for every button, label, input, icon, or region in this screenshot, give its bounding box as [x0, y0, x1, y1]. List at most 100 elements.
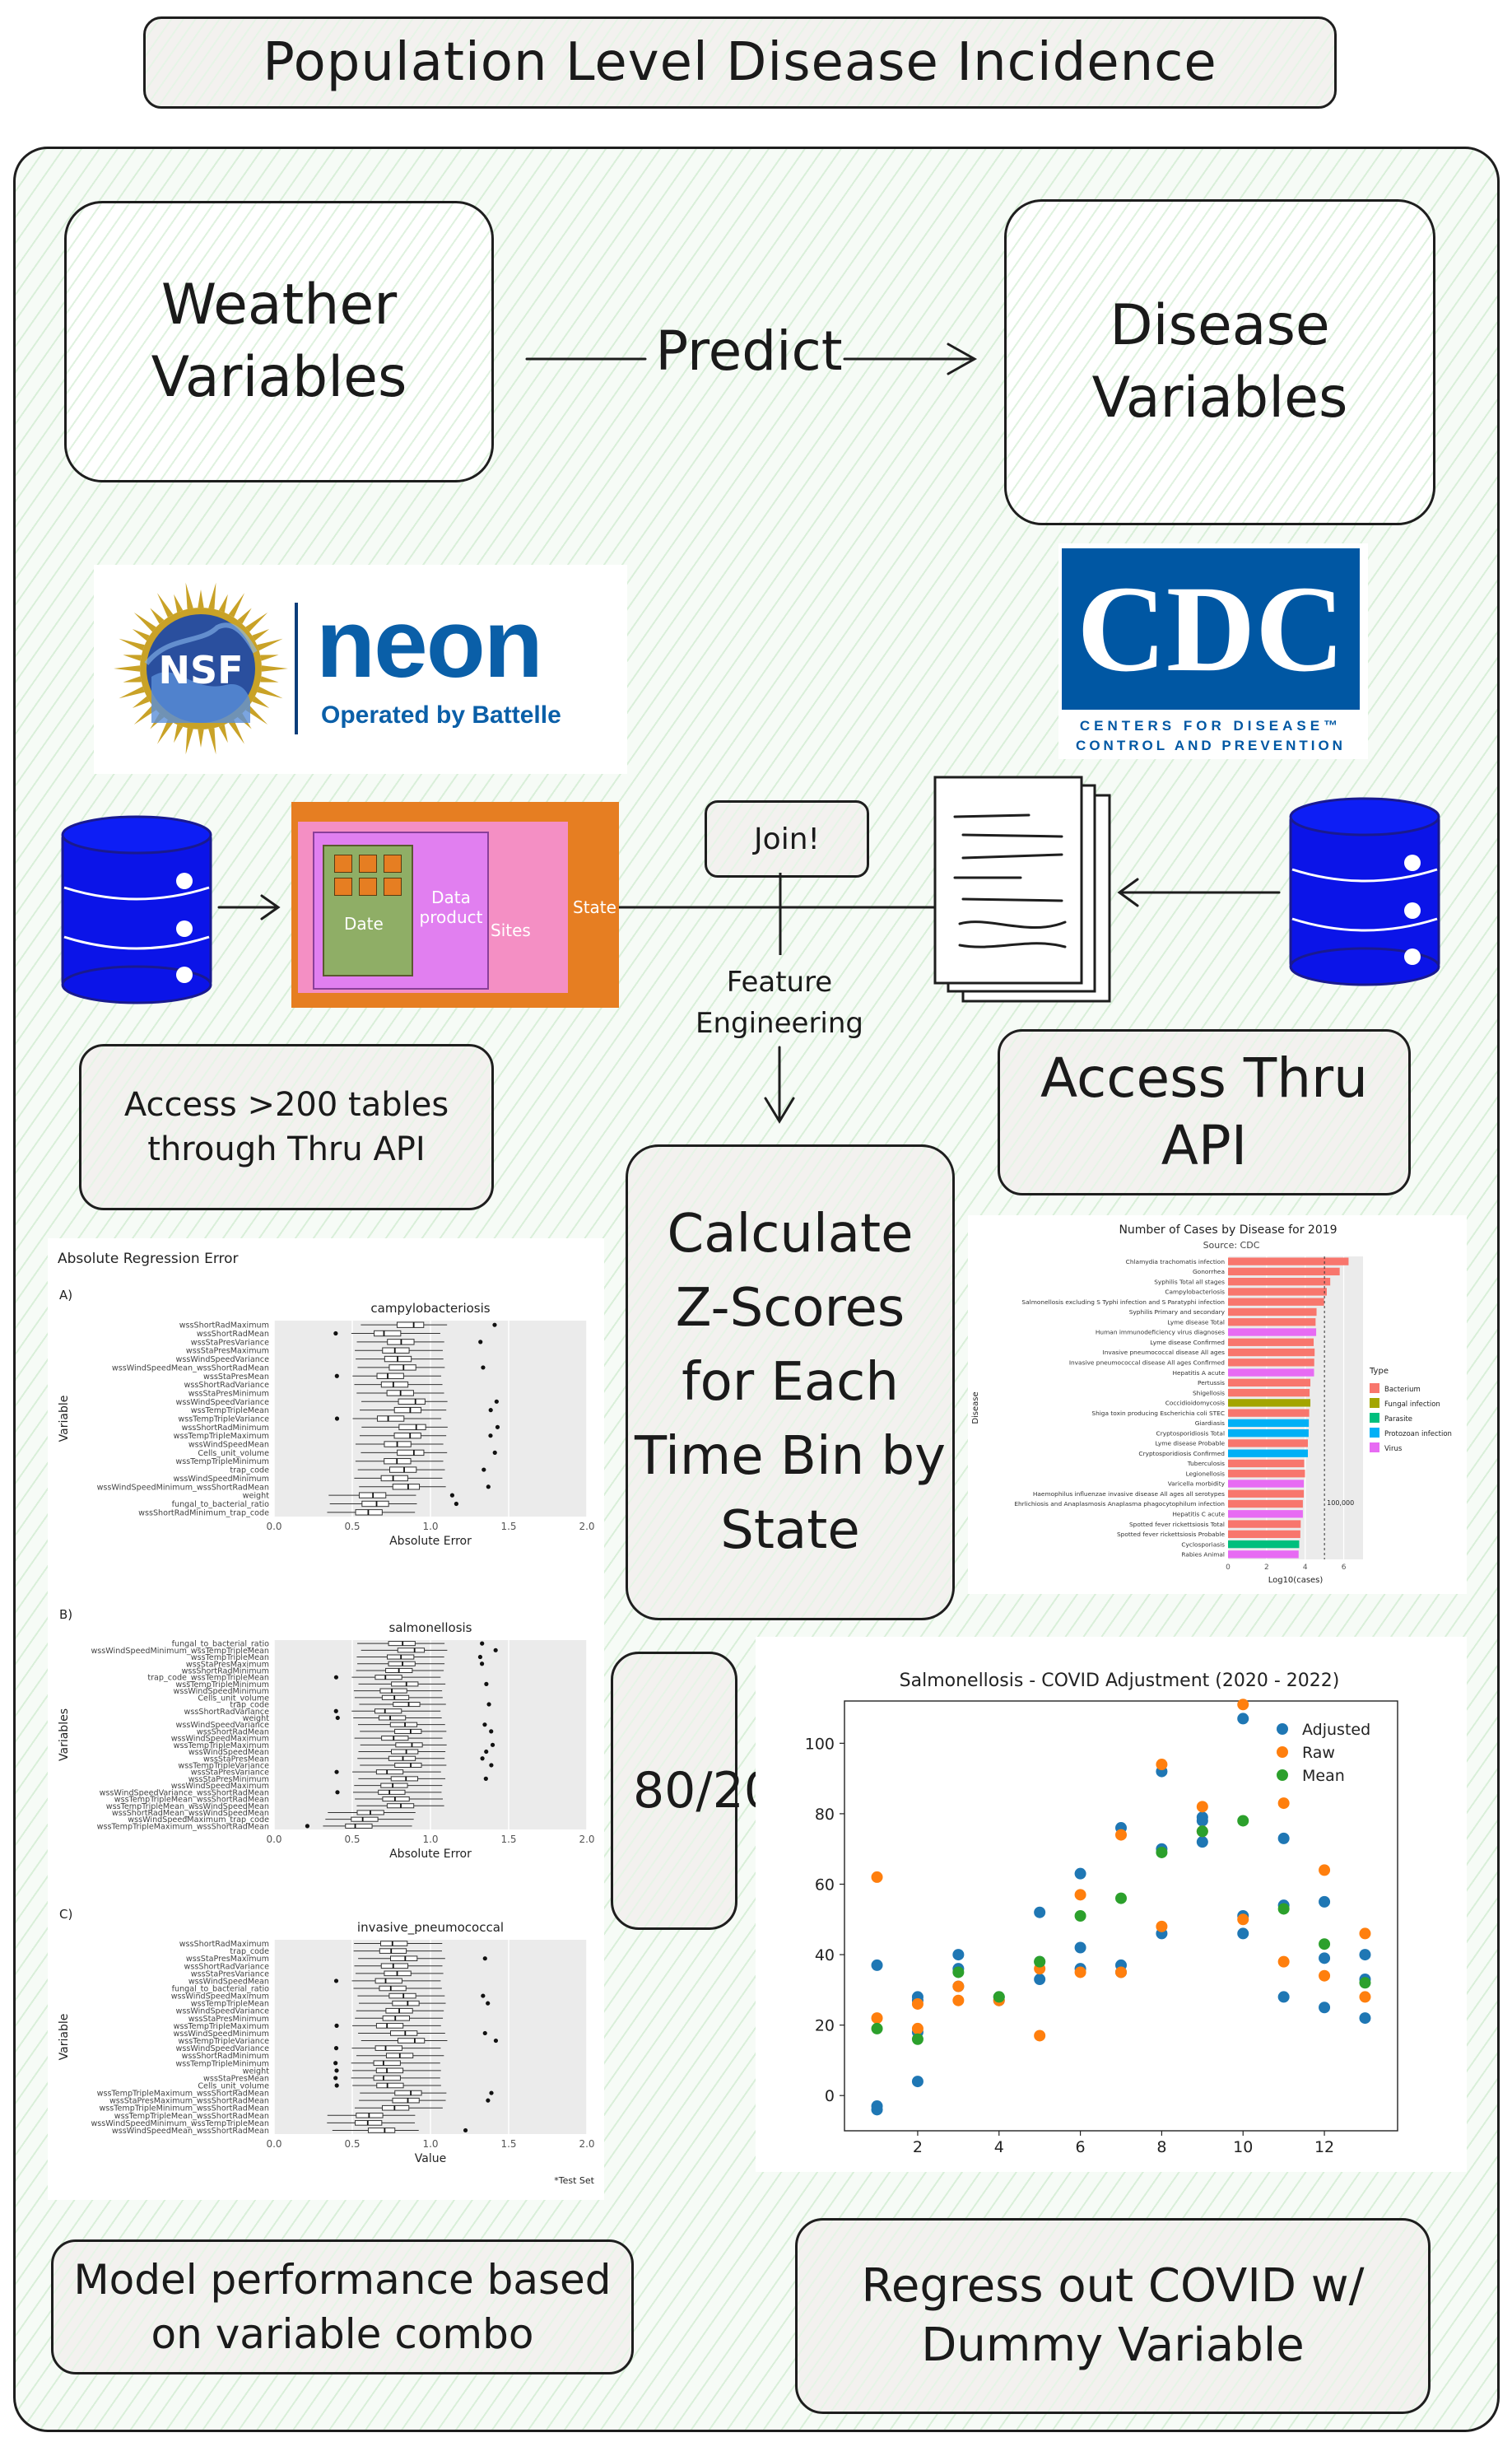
bar: [1228, 1499, 1303, 1508]
data-product-label: Data product: [419, 888, 483, 927]
scatter-legend-marker: [1277, 1723, 1288, 1735]
bar: [1228, 1409, 1310, 1417]
bar-category-label: Shiga toxin producing Escherichia coli S…: [1091, 1410, 1225, 1417]
seal-ray: [198, 590, 204, 608]
box: [389, 1466, 417, 1473]
box-outlier: [489, 2090, 494, 2095]
logo-divider: [295, 603, 298, 734]
y-tick-label: trap_code: [230, 1466, 269, 1475]
box-outlier: [335, 1790, 340, 1795]
x-axis-label: Absolute Error: [389, 1535, 472, 1548]
box: [392, 2097, 420, 2104]
weather-variables-box: Weather Variables: [64, 201, 494, 482]
x-tick-label: 0.5: [344, 1521, 360, 1532]
box: [394, 1728, 422, 1734]
y-tick-label: wssWindSpeedMean_wssShortRadMean: [112, 2127, 269, 2136]
box-outlier: [481, 1365, 486, 1370]
box-outlier: [494, 1399, 499, 1404]
x-axis-label: Absolute Error: [389, 1848, 472, 1861]
box: [381, 1736, 409, 1741]
box-outlier: [484, 1749, 489, 1755]
y-tick-label: Cells_unit_volume: [198, 1449, 269, 1458]
seal-ray: [174, 594, 184, 613]
seal-ray: [119, 638, 145, 651]
y-tick-label: wssWindSpeedMinimum_wssTempTripleMean: [91, 1647, 269, 1656]
box: [379, 1985, 407, 1992]
scatter-point-raw: [1074, 1966, 1086, 1978]
scatter-point-adjusted: [952, 1949, 965, 1961]
y-tick-label: wssWindSpeedMinimum_wssShortRadMean: [97, 1483, 269, 1492]
box: [388, 1641, 416, 1647]
scatter-point-adjusted: [871, 1959, 883, 1971]
scatter-y-tick-label: 0: [825, 2087, 835, 2105]
scatter-point-raw: [1359, 1991, 1371, 2003]
bar-category-label: Lyme disease Confirmed: [1150, 1339, 1225, 1346]
bar: [1228, 1429, 1309, 1438]
scatter-point-mean: [1034, 1955, 1046, 1968]
box-outlier: [486, 1702, 491, 1707]
seal-ray: [261, 665, 288, 672]
y-tick-label: weight: [243, 1714, 270, 1723]
box-outlier: [454, 1501, 458, 1507]
page-title: Population Level Disease Incidence: [263, 32, 1217, 93]
box-outlier: [488, 1408, 493, 1413]
bar-category-label: Syphilis Primary and secondary: [1129, 1308, 1226, 1316]
box: [374, 1708, 402, 1714]
predict-arrow: [525, 343, 978, 375]
y-tick-label: wssTempTripleMean: [191, 2000, 269, 2009]
y-tick-label: wssStaPresMinimum: [188, 1775, 269, 1784]
legend-swatch: [1370, 1428, 1379, 1438]
bar: [1228, 1489, 1305, 1498]
box: [375, 1769, 404, 1775]
y-tick-label: wssStaPresMaximum: [186, 1347, 269, 1356]
y-tick-label: wssShortRadVariance: [184, 1708, 270, 1717]
box-outlier: [480, 1756, 485, 1761]
bar-category-label: Hepatitis C acute: [1172, 1510, 1225, 1517]
x-tick-label: 0.0: [266, 2138, 281, 2150]
sites-label: Sites: [491, 920, 531, 940]
box-outlier: [333, 1675, 339, 1680]
seal-ray: [228, 720, 244, 744]
bar-category-label: Lyme disease Total: [1167, 1318, 1225, 1326]
box-outlier: [488, 1433, 493, 1438]
box: [376, 1415, 405, 1422]
y-tick-label: wssShortRadMean_wssWindSpeedMean: [112, 1809, 269, 1818]
right-db-arrow: [1117, 878, 1281, 907]
y-tick-label: wssTempTripleMean: [191, 1653, 269, 1662]
seal-ray: [123, 655, 142, 661]
cdc-tagline-2: CONTROL AND PREVENTION: [1076, 738, 1346, 753]
box-outlier: [334, 2023, 339, 2028]
regress-covid-box: Regress out COVID w/ Dummy Variable: [795, 2218, 1431, 2414]
box-outlier: [333, 1331, 338, 1336]
box: [391, 1681, 419, 1687]
left-db-arrow: [217, 894, 281, 920]
weather-variables-label: Weather Variables: [151, 273, 407, 410]
scatter-point-adjusted: [1359, 1949, 1371, 1961]
y-tick-label: wssStaPresMinimum: [188, 2015, 269, 2024]
panel-subtitle: invasive_pneumococcal: [357, 1920, 504, 1936]
scatter-point-raw: [1156, 1759, 1168, 1771]
seal-ray: [133, 705, 156, 725]
x-tick-label: 1.5: [500, 2138, 516, 2150]
y-tick-label: wssWindSpeedMean: [188, 1748, 269, 1757]
scatter-y-tick-label: 60: [815, 1876, 835, 1894]
x-tick-label: 1.0: [422, 1834, 438, 1845]
y-tick-label: Cells_unit_volume: [198, 1694, 269, 1703]
y-tick-label: wssWindSpeedVariance_wssShortRadMean: [100, 1788, 269, 1797]
bar-y-axis-label: Disease: [971, 1391, 980, 1424]
box: [390, 1776, 419, 1782]
legend-label: Virus: [1384, 1445, 1403, 1453]
scatter-point-adjusted: [1237, 1927, 1249, 1940]
y-tick-label: wssStaPresMean: [203, 2074, 269, 2083]
y-tick-label: wssTempTripleVariance: [178, 2037, 269, 2046]
bar-chart: Number of Cases by Disease for 2019Sourc…: [971, 1223, 1452, 1585]
scatter-point-raw: [1277, 1797, 1290, 1810]
scatter-point-mean: [1277, 1903, 1290, 1915]
y-tick-label: wssStaPresMean: [203, 1372, 269, 1382]
bar-category-label: Campylobacteriosis: [1165, 1289, 1225, 1296]
scatter-point-mean: [993, 1991, 1005, 2003]
y-axis-label: Variable: [58, 1396, 71, 1442]
panel-tag: C): [59, 1907, 72, 1922]
box: [380, 1963, 409, 1969]
